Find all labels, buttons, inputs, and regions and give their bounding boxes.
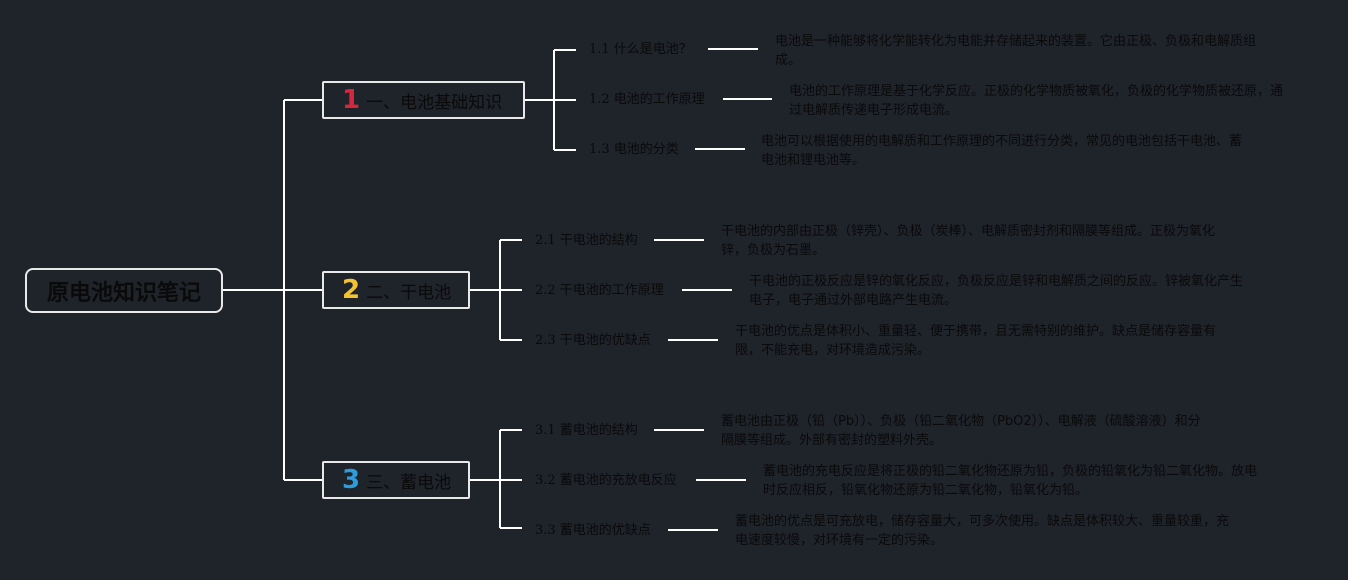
connector-branch-2 (470, 239, 522, 341)
branch-node-1[interactable]: 1 一、电池基础知识 (322, 81, 525, 119)
branch-node-3[interactable]: 3 三、蓄电池 (322, 461, 470, 499)
topic-2-1[interactable]: 2.1 干电池的结构 (535, 233, 638, 248)
topic-1-1[interactable]: 1.1 什么是电池？ (589, 42, 692, 57)
number-badge-2: 2 (342, 275, 361, 305)
topic-1-3[interactable]: 1.3 电池的分类 (589, 142, 679, 157)
number-badge-1: 1 (342, 85, 361, 115)
topic-3-1[interactable]: 3.1 蓄电池的结构 (535, 423, 638, 438)
branch-node-2[interactable]: 2 二、干电池 (322, 271, 470, 309)
note-2-1: 干电池的内部由正极（锌壳）、负极（炭棒）、电解质密封剂和隔膜等组成。正极为氧化锌… (721, 224, 1216, 258)
branch-label-3: 三、蓄电池 (366, 472, 452, 493)
root-title: 原电池知识笔记 (46, 280, 201, 306)
number-badge-3: 3 (342, 465, 361, 495)
note-3-2: 蓄电池的充电反应是将正极的铅二氧化物还原为铅，负极的铅氧化为铅二氧化物。放电时反… (763, 464, 1258, 498)
connector-branch-3 (470, 429, 522, 529)
note-3-1: 蓄电池由正极（铅（Pb））、负极（铅二氧化物（PbO2））、电解液（硫酸溶液）和… (721, 414, 1201, 448)
note-1-2: 电池的工作原理是基于化学反应。正极的化学物质被氧化，负极的化学物质被还原，通过电… (789, 84, 1284, 118)
note-3-3: 蓄电池的优点是可充放电，储存容量大，可多次使用。缺点是体积较大、重量较重，充电速… (735, 514, 1230, 548)
topic-3-3[interactable]: 3.3 蓄电池的优缺点 (535, 523, 651, 538)
topic-3-2[interactable]: 3.2 蓄电池的充放电反应 (535, 473, 677, 488)
topic-2-3[interactable]: 2.3 干电池的优缺点 (535, 333, 651, 348)
note-2-2: 干电池的正极反应是锌的氧化反应，负极反应是锌和电解质之间的反应。锌被氧化产生电子… (749, 274, 1244, 308)
note-1-1: 电池是一种能够将化学能转化为电能并存储起来的装置。它由正极、负极和电解质组成。 (775, 34, 1257, 68)
connector-branch-1 (524, 49, 576, 151)
note-1-3: 电池可以根据使用的电解质和工作原理的不同进行分类，常见的电池包括干电池、蓄电池和… (761, 134, 1243, 168)
connector-root (223, 99, 323, 481)
topic-2-2[interactable]: 2.2 干电池的工作原理 (535, 283, 664, 298)
branch-label-2: 二、干电池 (366, 282, 452, 303)
note-2-3: 干电池的优点是体积小、重量轻、便于携带，且无需特别的维护。缺点是储存容量有限，不… (735, 324, 1217, 358)
root-node[interactable]: 原电池知识笔记 (25, 268, 223, 313)
branch-label-1: 一、电池基础知识 (366, 92, 503, 113)
topic-1-2[interactable]: 1.2 电池的工作原理 (589, 92, 705, 107)
